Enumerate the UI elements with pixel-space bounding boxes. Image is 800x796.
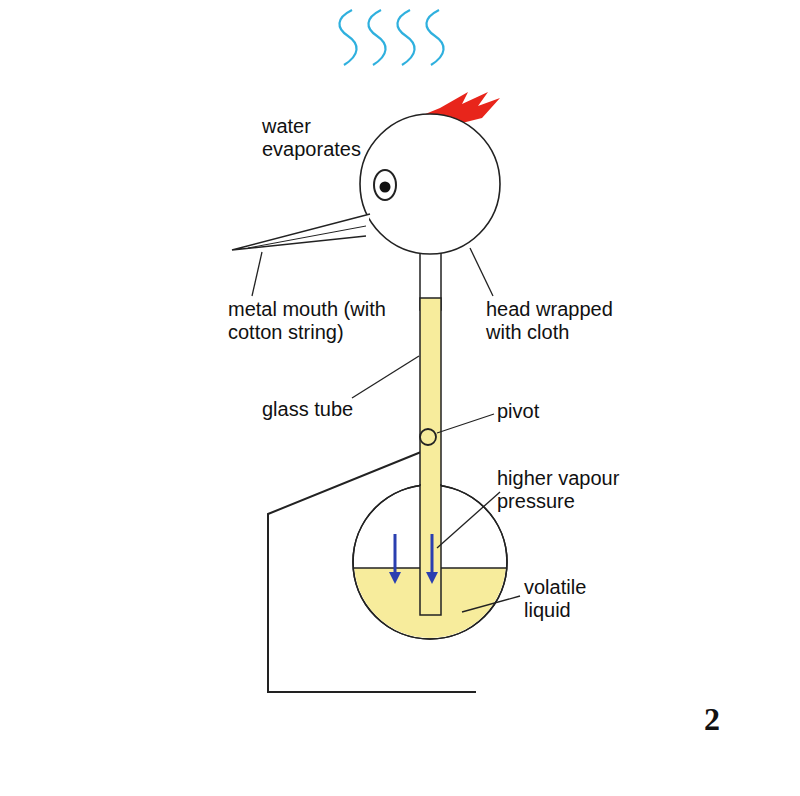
cotton-string: [248, 226, 366, 248]
eye: [374, 170, 396, 200]
pressure-arrow: [394, 534, 397, 578]
metal-mouth: [232, 214, 370, 250]
glass-tube-lower: [420, 485, 441, 615]
part-label: higher vapour pressure: [497, 467, 657, 513]
part-label: water evaporates: [262, 115, 402, 161]
part-label: volatile liquid: [524, 576, 614, 622]
head: [360, 114, 500, 254]
pressure-arrow: [431, 534, 434, 578]
pivot: [420, 429, 436, 445]
part-label: metal mouth (with cotton string): [228, 298, 418, 344]
pupil: [380, 182, 391, 193]
part-label: glass tube: [262, 398, 362, 421]
part-label: head wrapped with cloth: [486, 298, 646, 344]
vapour-waves: [339, 10, 443, 65]
part-label: pivot: [497, 400, 567, 423]
figure-number: 2: [704, 702, 744, 736]
glass-tube: [420, 298, 441, 488]
